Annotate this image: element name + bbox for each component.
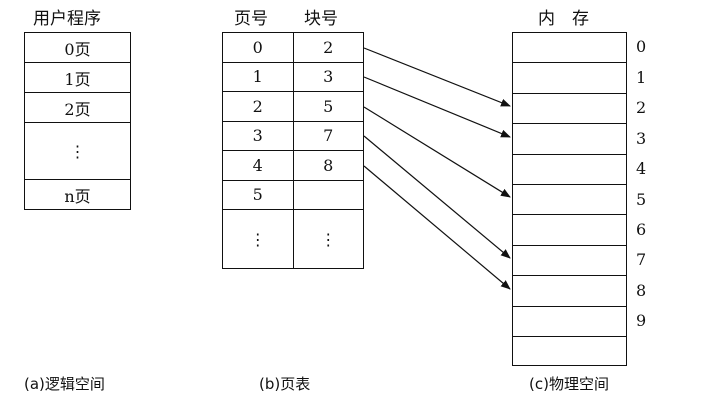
page-number-cell: 5 [223, 180, 294, 209]
page-table-row: 2 5 [223, 92, 363, 122]
logical-space-title: 用户程序 [33, 9, 101, 29]
memory-block [513, 94, 626, 125]
memory-block [513, 124, 626, 155]
memory-block-number: 5 [636, 190, 647, 209]
memory-block-number: 6 [636, 220, 647, 239]
logical-page-1: 1页 [25, 63, 130, 93]
page-number-cell: 0 [223, 33, 294, 62]
page-number-cell: 2 [223, 92, 294, 121]
arrow-page3-to-block7 [363, 135, 511, 259]
block-number-cell: 7 [323, 126, 334, 146]
arrow-page0-to-block2 [363, 47, 511, 107]
memory-block-number: 7 [636, 250, 647, 269]
memory-title: 内 存 [538, 9, 589, 29]
memory-block-number: 1 [636, 68, 647, 87]
page-table-row: 1 3 [223, 62, 363, 92]
logical-space-caption: (a)逻辑空间 [24, 375, 105, 393]
page-number-cell: 1 [223, 62, 294, 91]
logical-page-2: 2页 [25, 93, 130, 123]
memory-block [513, 185, 626, 216]
memory-block-number: 2 [636, 98, 647, 117]
memory-block-number: 9 [636, 311, 647, 330]
memory-block [513, 33, 626, 64]
logical-page-ellipsis: ⋮ [25, 123, 130, 180]
memory-caption: (c)物理空间 [529, 375, 609, 393]
page-number-cell: 4 [223, 151, 294, 180]
memory-block [513, 155, 626, 185]
page-table-row: 3 7 [223, 121, 363, 151]
arrow-page4-to-block8 [363, 165, 511, 290]
page-table-caption: (b)页表 [259, 375, 311, 393]
memory-block [513, 276, 626, 307]
memory-block [513, 215, 626, 246]
page-number-header: 页号 [234, 9, 268, 29]
page-table: 0 2 1 3 2 5 3 7 4 8 5 ⋮ ⋮ [222, 32, 364, 269]
page-number-cell: 3 [223, 121, 294, 150]
block-number-header: 块号 [304, 9, 338, 29]
memory-block-number: 0 [636, 37, 647, 56]
logical-page-0: 0页 [25, 33, 130, 63]
block-number-cell: 8 [323, 155, 334, 175]
logical-page-list: 0页 1页 2页 ⋮ n页 [24, 32, 131, 210]
page-table-row: 4 8 [223, 151, 363, 181]
block-number-cell: 2 [323, 37, 334, 57]
page-table-row: ⋮ ⋮ [223, 210, 363, 269]
memory-block-number: 4 [636, 159, 647, 178]
page-table-row: 5 [223, 180, 363, 210]
arrow-page2-to-block5 [363, 106, 511, 198]
memory-block [513, 63, 626, 94]
block-number-cell: 3 [323, 67, 334, 87]
page-number-cell: ⋮ [223, 210, 294, 269]
logical-page-n: n页 [25, 180, 130, 210]
arrow-page1-to-block3 [363, 76, 511, 138]
memory-block-number: 8 [636, 281, 647, 300]
block-number-cell: ⋮ [320, 230, 337, 249]
block-number-cell: 5 [323, 96, 334, 116]
physical-memory [512, 32, 627, 366]
memory-block-number: 3 [636, 129, 647, 148]
memory-block [513, 307, 626, 337]
page-table-row: 0 2 [223, 33, 363, 63]
memory-block [513, 246, 626, 277]
